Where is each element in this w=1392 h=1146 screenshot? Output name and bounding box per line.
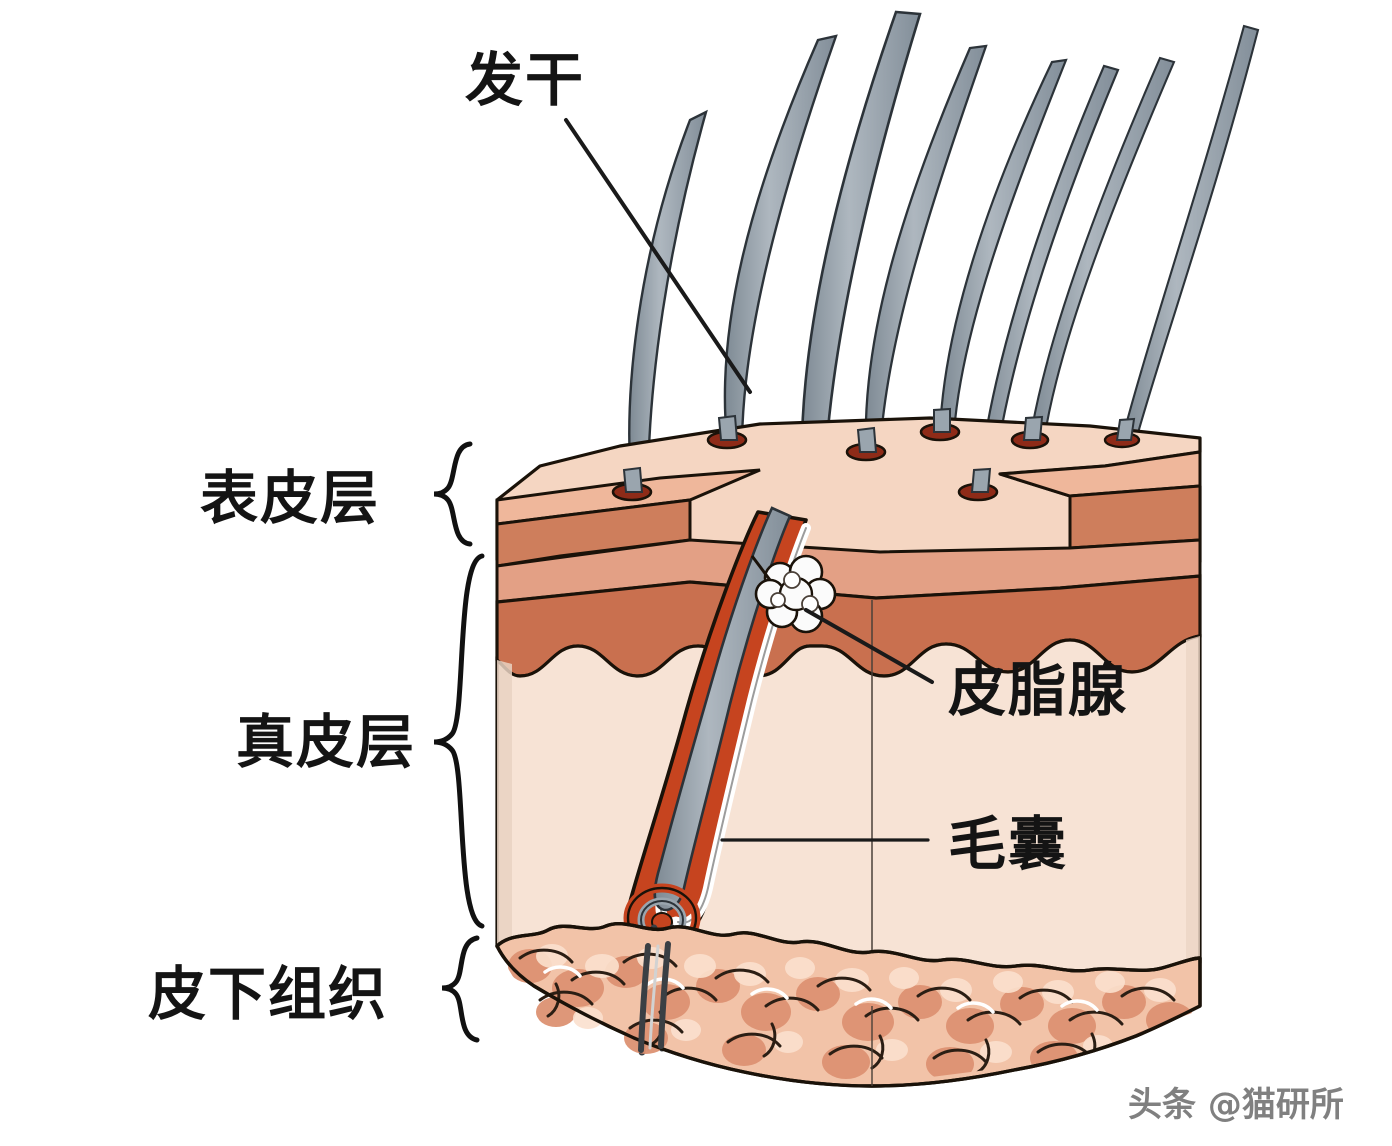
dermis-left-shading [497,660,512,948]
vessel-overlay-right [658,941,671,1049]
skin-ledge-right-face [1068,484,1202,550]
hair-shaft-8 [1120,24,1260,442]
hair-shaft-7 [1028,56,1176,442]
brace-group [433,441,485,1043]
hair-base-6 [1022,415,1044,441]
vessel-overlay-highlight [648,944,660,1050]
watermark: 头条 @猫研所 [1128,1085,1344,1125]
hair-base-4 [933,407,951,433]
label-hair-follicle: 毛囊 [948,812,1068,877]
label-hair-shaft: 发干 [465,48,585,113]
brace-dermis [433,553,485,929]
hair-shaft-2 [723,34,838,442]
leader-line-sebaceous-gland [804,608,934,684]
hair-root-in-follicle [653,506,792,912]
label-subcutaneous: 皮下组织 [148,962,388,1027]
hair-base-2 [717,414,739,441]
label-dermis: 真皮层 [236,710,416,775]
sebaceous-gland [750,554,837,634]
hair-shaft-4 [864,44,988,454]
hair-shaft-3 [800,10,922,524]
hair-base-7 [1115,417,1136,441]
label-sebaceous-gland: 皮脂腺 [948,658,1128,723]
sebaceous-lobule-7 [783,571,801,589]
hair-base-1 [622,466,644,493]
brace-epidermis [433,441,473,547]
follicle-vessel-overlay [638,941,671,1053]
vessel-overlay-left [638,943,651,1053]
hair-base-overlay [622,407,1136,493]
sebaceous-lobule-9 [770,592,786,608]
hair-base-5 [970,467,992,493]
label-epidermis: 表皮层 [200,466,380,531]
hair-shaft-5 [938,58,1068,434]
dermis-right-shading [1186,636,1200,962]
hair-base-3 [856,426,878,453]
skin-ledge-right-top [999,450,1202,498]
hair-shaft-1 [628,109,708,494]
leader-line-hair-shaft [564,118,752,394]
sebaceous-duct [750,555,772,581]
subcutaneous-fat-outline [495,922,1202,1088]
brace-subcutaneous [441,935,480,1043]
subcutaneous-layer [495,922,1202,1088]
